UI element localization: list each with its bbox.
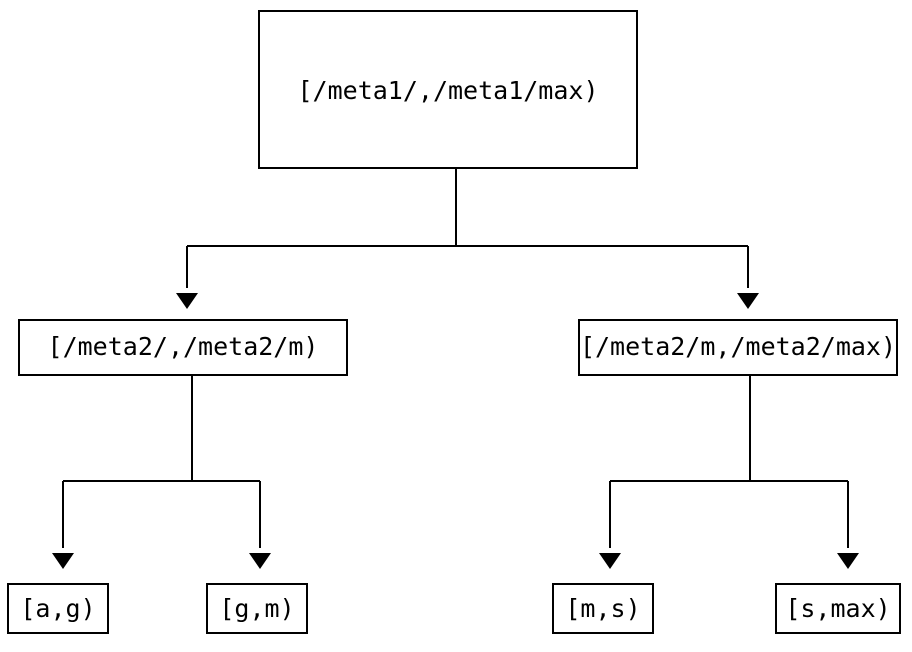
edge-meta2low-to-leaves-group [52,375,271,569]
node-leaf-gm-box [205,582,309,635]
arrowhead-to-leaf-ms-icon [599,553,621,569]
arrowhead-root-to-meta2-low-icon [176,293,198,309]
node-leaf-gm[interactable]: [g,m) [205,582,309,635]
arrowhead-to-leaf-gm-icon [249,553,271,569]
node-root[interactable]: [/meta1/,/meta1/max) [257,9,639,170]
arrowhead-root-to-meta2-high-icon [737,293,759,309]
node-leaf-smax[interactable]: [s,max) [774,582,902,635]
node-leaf-ms-box [551,582,655,635]
node-root-box [257,9,639,170]
arrowhead-to-leaf-ag-icon [52,553,74,569]
node-leaf-ag-label: [a,g) [20,594,95,623]
node-meta2-high-label: [/meta2/m,/meta2/max) [580,332,896,361]
node-leaf-ms-label: [m,s) [565,594,640,623]
node-meta2-low-label: [/meta2/,/meta2/m) [48,332,319,361]
node-meta2-high[interactable]: [/meta2/m,/meta2/max) [577,318,899,377]
node-leaf-gm-label: [g,m) [219,594,294,623]
node-meta2-low[interactable]: [/meta2/,/meta2/m) [17,318,349,377]
edge-meta2high-to-leaves-group [599,375,859,569]
node-root-label: [/meta1/,/meta1/max) [297,76,598,105]
node-leaf-ms[interactable]: [m,s) [551,582,655,635]
arrowhead-to-leaf-smax-icon [837,553,859,569]
node-meta2-high-box [577,318,899,377]
node-meta2-low-box [17,318,349,377]
node-leaf-smax-box [774,582,902,635]
node-leaf-smax-label: [s,max) [785,594,890,623]
node-leaf-ag[interactable]: [a,g) [6,582,110,635]
node-leaf-ag-box [6,582,110,635]
edge-root-to-level2-group [176,168,759,309]
